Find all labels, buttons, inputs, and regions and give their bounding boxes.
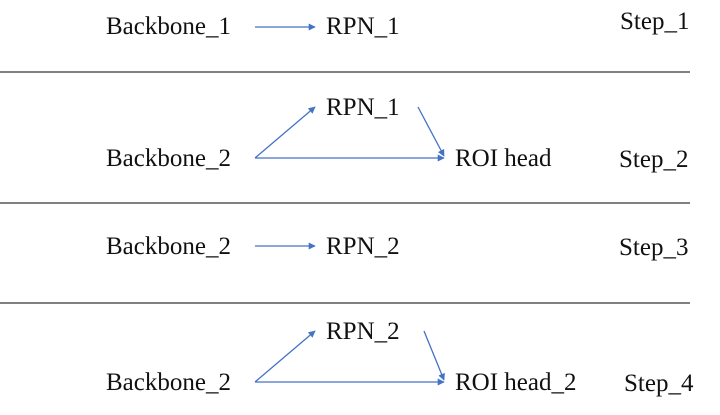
- step4-roi-head-label: ROI head_2: [455, 369, 577, 396]
- step2-arrow-rpn-to-roi-head: [417, 106, 445, 157]
- step3-backbone-label: Backbone_2: [106, 233, 231, 260]
- step2-step-label: Step_2: [619, 146, 689, 173]
- step4-arrow-backbone-to-rpn: [254, 330, 316, 383]
- step4-step-label: Step_4: [624, 370, 694, 397]
- step3-step-label: Step_3: [619, 234, 689, 261]
- step4-backbone-label: Backbone_2: [106, 369, 231, 396]
- step1-rpn-label: RPN_1: [326, 13, 400, 40]
- step2-arrow-backbone-to-rpn: [254, 106, 316, 159]
- step2-backbone-label: Backbone_2: [106, 145, 231, 172]
- step1-step-label: Step_1: [620, 8, 690, 35]
- step4-arrow-rpn-to-roi-head: [423, 330, 445, 381]
- step3-rpn-label: RPN_2: [326, 233, 400, 260]
- step4-rpn-label: RPN_2: [326, 318, 400, 345]
- step1-backbone-label: Backbone_1: [106, 13, 231, 40]
- step2-roi-head-label: ROI head: [455, 145, 552, 172]
- step2-rpn-label: RPN_1: [326, 94, 400, 121]
